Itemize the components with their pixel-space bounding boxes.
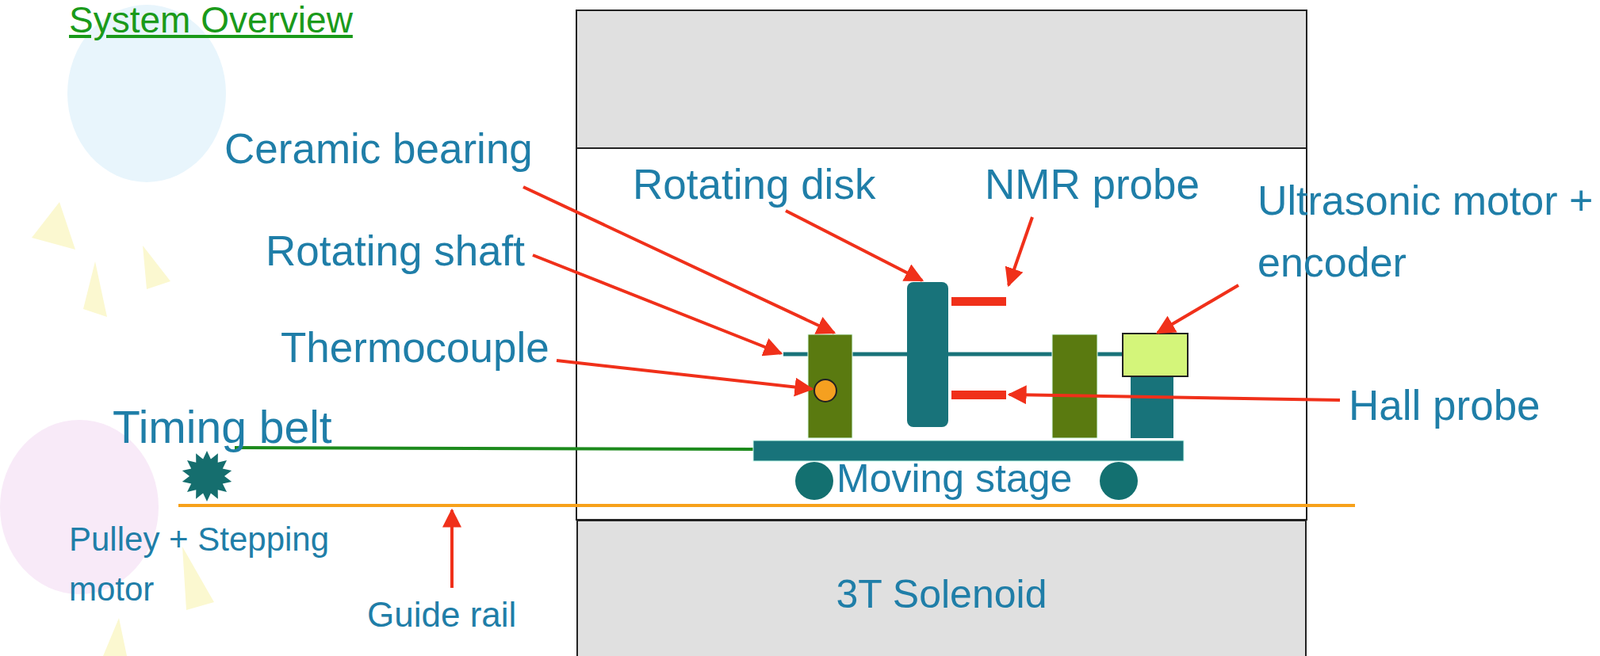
part-label: Pulley + Stepping motor xyxy=(68,514,331,615)
part-label: Guide rail xyxy=(367,594,517,637)
stage-wheel xyxy=(1099,462,1138,501)
leader-line xyxy=(1157,285,1239,334)
part-label: Rotating shaft xyxy=(265,225,525,277)
node-label: 3T Solenoid xyxy=(836,570,1048,619)
part-label: Rotating disk xyxy=(632,159,876,211)
part-label: Ultrasonic motor + encoder xyxy=(1257,169,1595,294)
solenoid-top-band xyxy=(576,10,1307,149)
thermocouple xyxy=(814,379,837,402)
nmr-probe xyxy=(951,297,1007,307)
leader-line xyxy=(1008,217,1033,286)
leader-line xyxy=(523,187,835,334)
motor-body xyxy=(1130,375,1174,439)
ceramic-bearing xyxy=(1052,334,1098,439)
part-label: Timing belt xyxy=(112,400,333,455)
part-label: NMR probe xyxy=(984,159,1200,211)
stage-wheel xyxy=(795,462,834,501)
leader-line xyxy=(532,255,781,354)
part-label: Hall probe xyxy=(1348,380,1541,432)
rotating-disk xyxy=(907,282,949,428)
solenoid-band: 3T Solenoid xyxy=(576,520,1307,656)
hall-probe xyxy=(951,390,1007,400)
sun-ray-decoration xyxy=(31,202,171,318)
part-label: Moving stage xyxy=(836,455,1072,503)
ceramic-bearing xyxy=(807,334,853,439)
leader-line xyxy=(1009,394,1340,401)
encoder xyxy=(1122,333,1188,377)
part-label: Ceramic bearing xyxy=(224,123,533,175)
solenoid-bore xyxy=(576,148,1307,521)
guide-rail xyxy=(178,504,1356,508)
diagram-title: System Overview xyxy=(68,1,353,39)
leader-line xyxy=(556,360,812,390)
pulley-gear xyxy=(182,451,232,502)
leader-line xyxy=(450,510,454,589)
part-label: Thermocouple xyxy=(280,322,550,374)
leader-line xyxy=(785,210,923,281)
